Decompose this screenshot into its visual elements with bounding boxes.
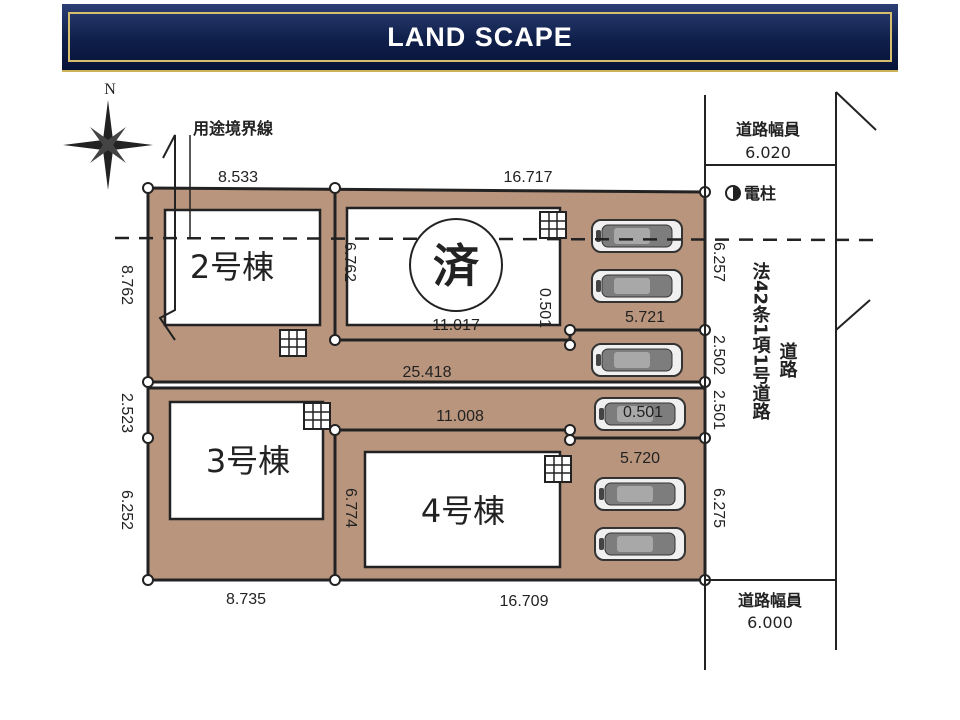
dimension-lot4-top: 11.008 [436,408,484,425]
page-title: LAND SCAPE [387,21,573,52]
dimension-right-mid-a: 2.502 [710,335,727,375]
road-width-bottom-value: 6.000 [747,613,793,632]
road-corner-diagonal-lower [835,299,871,331]
dimension-notch-upper: 5.721 [625,309,665,326]
lot2-label: 2号棟 [190,248,274,286]
dimension-top-left: 8.533 [218,169,258,186]
parking-car-icon [591,219,683,253]
dimension-right-upper: 6.257 [710,242,727,282]
dimension-bottom-left: 8.735 [226,591,266,608]
road-width-bottom-label: 道路幅員 [738,591,802,610]
dimension-right-mid-b: 2.501 [710,390,727,430]
dimension-top-right: 16.717 [504,169,553,186]
dimension-notch-vertical: 0.501 [536,288,553,328]
header-banner-frame: LAND SCAPE [68,12,892,62]
parking-car-icon [591,343,683,377]
road-type-label: 法42条1項1号道路 [750,261,772,421]
entrance-icon [539,211,567,239]
parking-car-icon [594,527,686,561]
sold-mark: 済 [433,239,480,293]
road-width-top-label: 道路幅員 [736,120,800,139]
building-lot2 [163,208,322,327]
entrance-icon [544,455,572,483]
dimension-middle-long: 25.418 [403,364,452,381]
dimension-lot4-vertical: 6.774 [342,488,359,528]
dimension-notch-lower-a: 0.501 [623,404,663,421]
right-margin [898,0,960,720]
compass-north-label: N [104,81,116,98]
compass-rose-icon [63,100,153,190]
utility-pole-icon [725,185,741,201]
parking-car-icon [591,269,683,303]
lot3-label: 3号棟 [206,442,290,480]
dimension-left-upper: 8.762 [118,265,135,305]
road-type-label-2: 道路 [777,341,798,379]
dimension-left-mid: 2.523 [118,393,135,433]
parking-car-icon [594,477,686,511]
road-width-top-value: 6.020 [745,143,791,162]
dimension-bottom-right: 16.709 [500,593,549,610]
utility-pole-label: 電柱 [744,184,776,203]
zoning-line-indicator [158,134,176,341]
entrance-icon [279,329,307,357]
dimension-sold-bottom: 11.017 [432,317,480,334]
dimension-sold-vertical: 6.762 [341,242,358,282]
zoning-boundary-line [114,236,881,242]
dimension-right-lower: 6.275 [710,488,727,528]
entrance-icon [303,402,331,430]
left-margin [0,0,62,720]
building-lot3 [168,400,325,521]
lot4-label: 4号棟 [421,492,505,530]
header-banner: LAND SCAPE [62,4,898,72]
sold-mark-circle [409,218,503,312]
road-corner-diagonal [835,91,877,131]
dimension-left-lower: 6.252 [118,490,135,530]
dimension-notch-lower-b: 5.720 [620,450,660,467]
building-lot4 [363,450,562,569]
zoning-line-label: 用途境界線 [193,119,273,138]
